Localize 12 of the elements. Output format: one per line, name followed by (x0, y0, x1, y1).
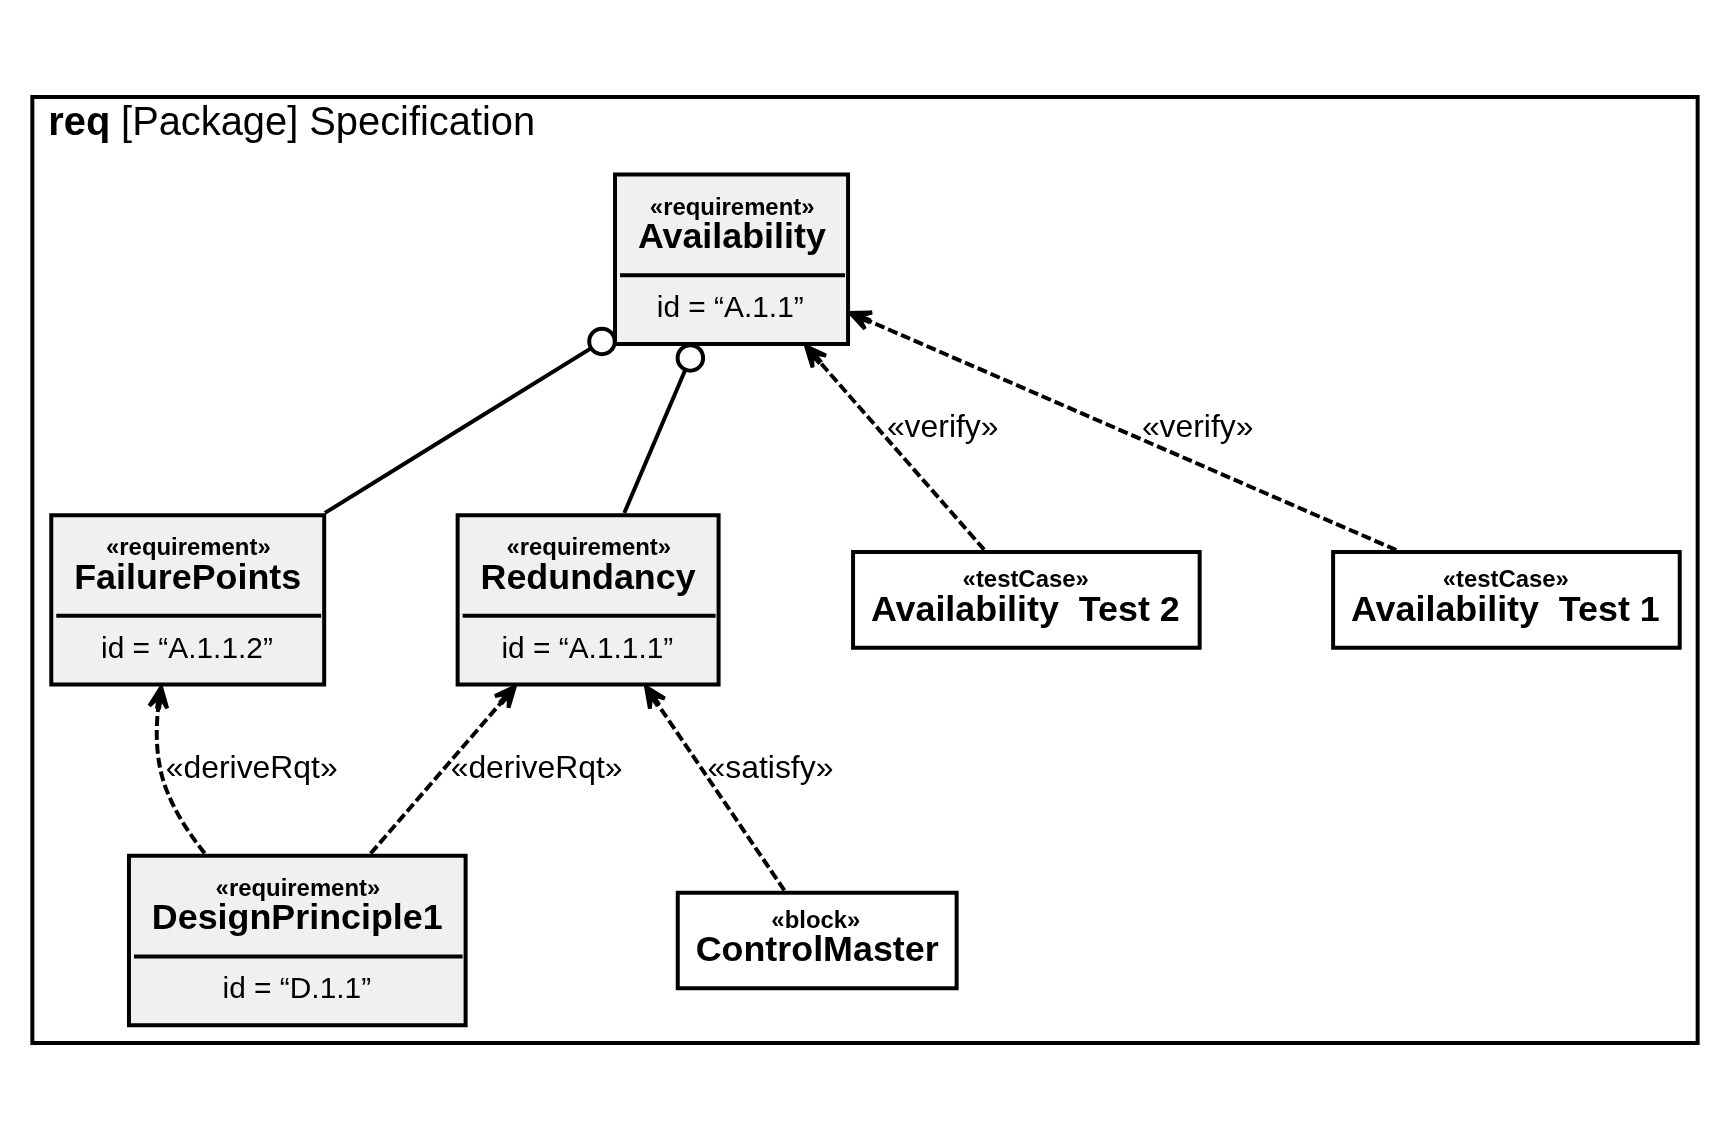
edge-label: «verify» (886, 408, 999, 445)
arrow (369, 684, 517, 855)
edge-label: «satisfy» (707, 748, 834, 785)
edge-label: «deriveRqt» (450, 748, 623, 785)
arrow (644, 685, 786, 892)
arrow (147, 685, 207, 855)
arrow (804, 344, 986, 551)
edge-label: «deriveRqt» (165, 748, 338, 785)
arrow (848, 310, 1397, 552)
connector (323, 326, 617, 515)
edge-label: «verify» (1141, 408, 1254, 445)
connector (622, 343, 706, 514)
